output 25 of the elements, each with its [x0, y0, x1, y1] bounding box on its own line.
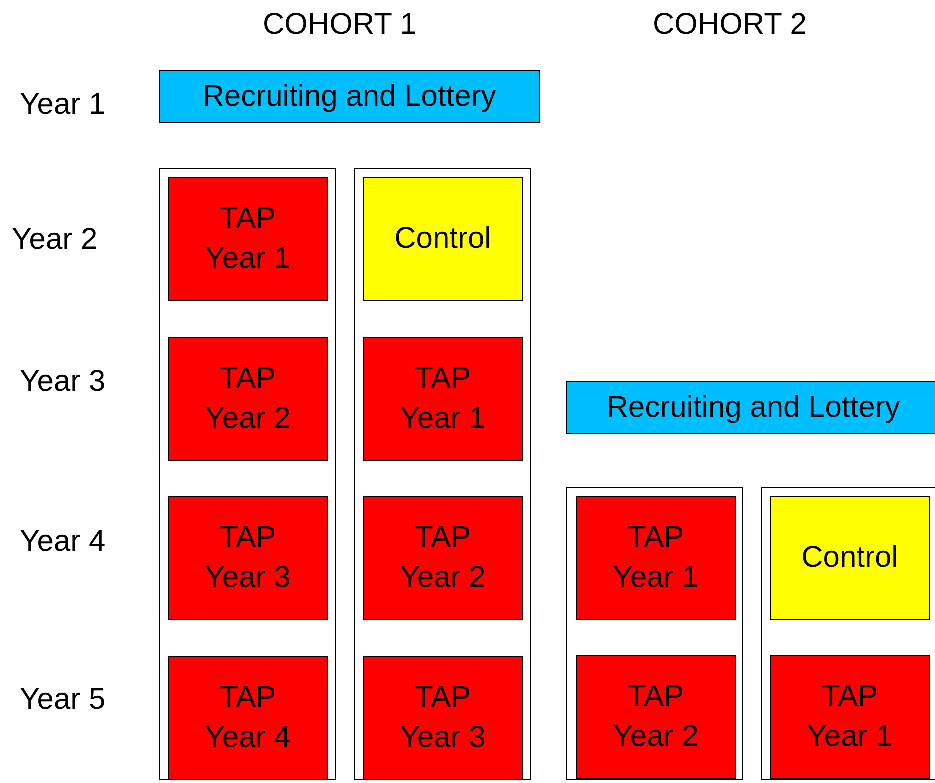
control-box: Control — [363, 177, 523, 301]
treatment-box: TAP Year 2 — [168, 337, 328, 461]
cohort-heading: COHORT 2 — [653, 8, 807, 42]
column-frame — [354, 168, 531, 780]
recruiting-bar: Recruiting and Lottery — [159, 70, 540, 123]
treatment-box: TAP Year 1 — [168, 177, 328, 301]
column-frame — [159, 168, 336, 780]
cohort-heading: COHORT 1 — [263, 8, 417, 42]
treatment-box: TAP Year 1 — [363, 337, 523, 461]
column-frame — [566, 487, 743, 780]
treatment-box: TAP Year 3 — [168, 496, 328, 620]
treatment-box: TAP Year 1 — [770, 655, 930, 779]
year-label: Year 5 — [20, 683, 106, 717]
treatment-box: TAP Year 4 — [168, 656, 328, 780]
treatment-box: TAP Year 1 — [576, 496, 736, 620]
year-label: Year 4 — [20, 525, 106, 559]
recruiting-bar: Recruiting and Lottery — [566, 381, 935, 434]
treatment-box: TAP Year 2 — [576, 655, 736, 779]
treatment-box: TAP Year 2 — [363, 496, 523, 620]
year-label: Year 3 — [20, 365, 106, 399]
year-label: Year 1 — [20, 88, 106, 122]
control-box: Control — [770, 496, 930, 620]
year-label: Year 2 — [12, 223, 98, 257]
column-frame — [761, 487, 935, 780]
treatment-box: TAP Year 3 — [363, 656, 523, 780]
